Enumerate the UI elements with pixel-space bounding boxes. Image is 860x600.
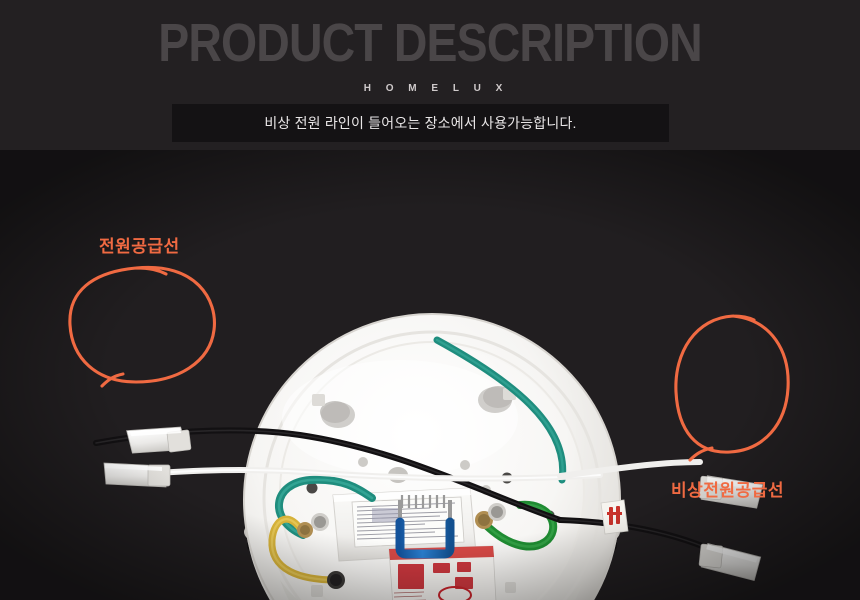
power-supply-label: 전원공급선: [99, 237, 180, 256]
brand-name: H O M E L U X: [363, 83, 509, 94]
page-header: PRODUCT DESCRIPTION H O M E L U X 비상 전원 …: [0, 0, 860, 150]
product-photo: [0, 150, 860, 600]
emergency-supply-label: 비상전원공급선: [671, 481, 784, 500]
page-title: PRODUCT DESCRIPTION: [158, 13, 702, 73]
product-photo-illustration: [0, 150, 860, 600]
subtitle-banner-text: 비상 전원 라인이 들어오는 장소에서 사용가능합니다.: [264, 115, 577, 131]
subtitle-banner: 비상 전원 라인이 들어오는 장소에서 사용가능합니다.: [172, 104, 669, 142]
